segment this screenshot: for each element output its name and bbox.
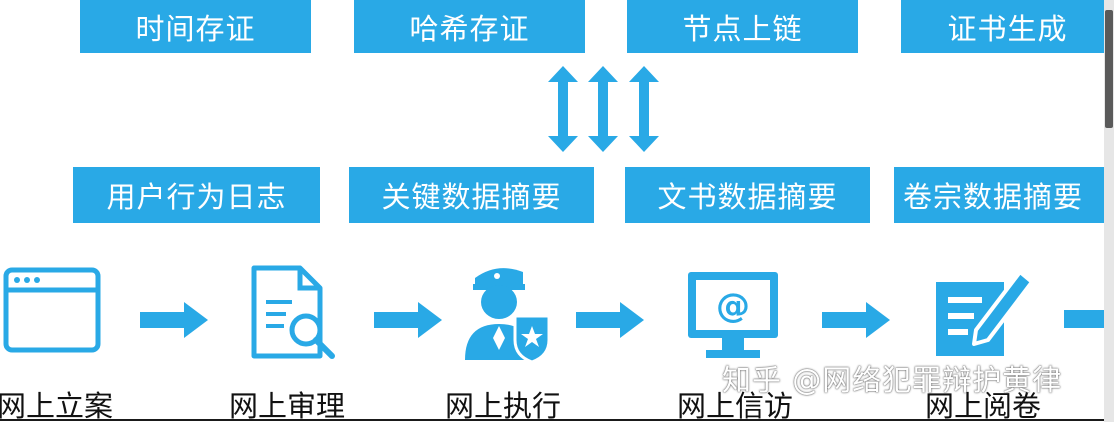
flow-arrow-icon xyxy=(140,302,208,338)
mid-box-document-data: 文书数据摘要 xyxy=(625,167,870,223)
mid-box-key-data: 关键数据摘要 xyxy=(349,167,594,223)
flow-arrow-icon xyxy=(576,302,644,338)
bottom-divider xyxy=(0,419,1104,421)
mid-box-label: 关键数据摘要 xyxy=(381,180,562,214)
svg-text:@: @ xyxy=(716,286,750,326)
step-label-online-file-review: 网上阅卷 xyxy=(924,389,1041,423)
step-label-online-trial: 网上审理 xyxy=(228,389,345,423)
top-box-node-chain: 节点上链 xyxy=(627,0,858,53)
top-box-hash-evidence: 哈希存证 xyxy=(354,0,585,53)
mid-box-user-log: 用户行为日志 xyxy=(73,167,320,223)
flow-arrow-icon xyxy=(822,302,890,338)
step-label-online-execution: 网上执行 xyxy=(444,389,561,423)
mid-box-label: 用户行为日志 xyxy=(106,180,287,214)
step-label-online-petition: 网上信访 xyxy=(676,389,793,423)
top-box-label: 哈希存证 xyxy=(409,11,530,46)
scrollbar[interactable] xyxy=(1104,0,1114,422)
document-search-icon xyxy=(251,265,335,359)
scrollbar-thumb[interactable] xyxy=(1105,10,1113,128)
computer-email-icon: @ xyxy=(688,272,778,358)
bidirectional-arrows-icon xyxy=(548,66,659,152)
top-box-time-evidence: 时间存证 xyxy=(80,0,311,53)
mid-box-label: 卷宗数据摘要 xyxy=(903,180,1084,214)
police-officer-icon xyxy=(465,268,551,364)
document-edit-icon xyxy=(936,270,1034,356)
flow-arrow-icon xyxy=(1064,310,1104,328)
top-box-label: 证书生成 xyxy=(947,11,1068,46)
top-box-label: 时间存证 xyxy=(135,11,256,46)
mid-box-label: 文书数据摘要 xyxy=(657,180,838,214)
browser-window-icon xyxy=(3,267,101,353)
top-box-certificate: 证书生成 xyxy=(901,0,1114,53)
top-box-label: 节点上链 xyxy=(682,11,803,46)
watermark: 知乎 @网络犯罪辩护黄律 xyxy=(722,363,1063,397)
flow-arrow-icon xyxy=(374,302,442,338)
step-label-online-filing: 网上立案 xyxy=(0,389,113,423)
mid-box-file-data: 卷宗数据摘要 xyxy=(894,167,1114,223)
